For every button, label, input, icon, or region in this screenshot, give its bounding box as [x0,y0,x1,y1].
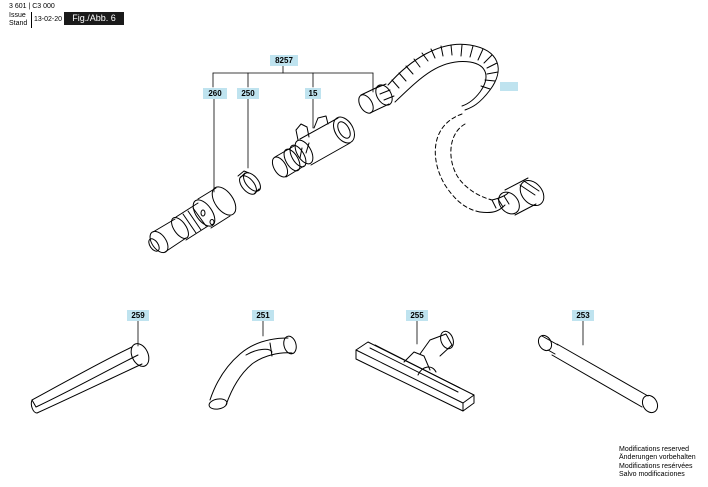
issue-date: 13-02-20 [34,16,63,23]
suction-hose [358,43,545,216]
issue-label: Issue Stand [9,12,27,28]
modifications-es: Salvo modificaciones [619,471,685,479]
callout-251: 251 [252,310,274,321]
issue-label-de: Stand [9,20,28,27]
part-259-crevice-nozzle [30,343,150,414]
part-251-curved-pipe [208,335,297,410]
callout-leader-lines [137,65,584,347]
part-255-floor-nozzle [355,330,475,412]
callout-hose [500,82,518,91]
issue-label-en: Issue [9,12,26,19]
document-number: 3 601 | C3 000 [9,3,55,10]
figure-label: Fig./Abb. 6 [64,12,124,25]
modifications-notice: Modifications reserved Änderungen vorbeh… [619,446,696,480]
callout-255: 255 [406,310,428,321]
callout-250: 250 [237,88,259,99]
part-260-nozzle-adapter [148,186,237,254]
modifications-de: Änderungen vorbehalten [619,454,696,462]
part-253-extension-tube [537,334,659,414]
callout-15: 15 [305,88,321,99]
callout-8257: 8257 [270,55,298,66]
callout-253: 253 [572,310,594,321]
modifications-fr: Modifications resérvées [619,462,693,470]
part-250-ring-clip [237,170,261,195]
callout-259: 259 [127,310,149,321]
part-15-hose-handle [271,115,355,178]
modifications-en: Modifications reserved [619,446,690,453]
header-divider [31,12,32,28]
callout-260: 260 [203,88,227,99]
